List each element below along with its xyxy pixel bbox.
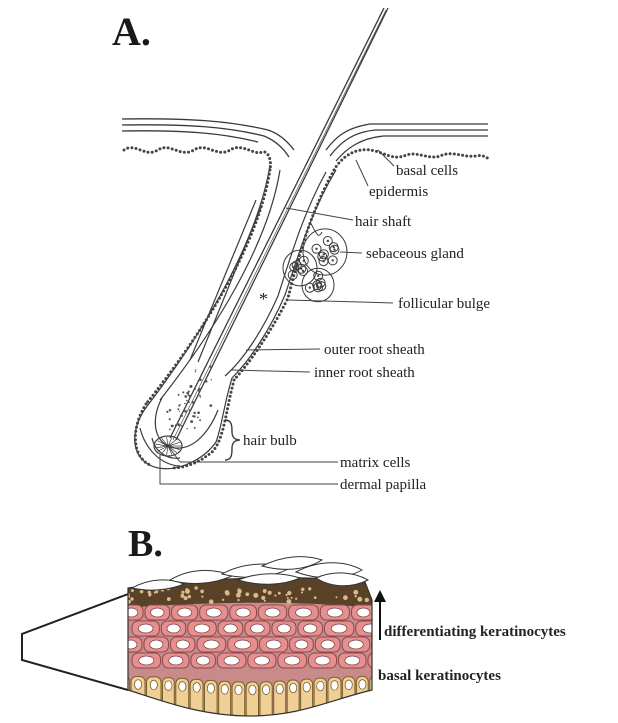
label-sebaceous-gland: sebaceous gland: [366, 246, 464, 262]
label-differentiating-keratinocytes: differentiating keratinocytes: [384, 624, 566, 640]
label-dermal-papilla: dermal papilla: [340, 477, 427, 493]
hair-bulb-brace: [225, 420, 240, 460]
epidermis-tissue: [118, 557, 401, 723]
label-follicular-bulge: follicular bulge: [398, 296, 490, 312]
label-inner-root-sheath: inner root sheath: [314, 365, 415, 381]
label-basal-cells: basal cells: [396, 163, 458, 179]
label-hair-bulb: hair bulb: [243, 433, 297, 449]
epidermis-bracket: [22, 594, 128, 690]
skin-surface: [122, 119, 488, 161]
sebaceous-gland-drawing: [283, 222, 347, 302]
panel-b-letter: B.: [128, 523, 163, 565]
label-matrix-cells: matrix cells: [340, 455, 411, 471]
label-outer-root-sheath: outer root sheath: [324, 342, 425, 358]
label-hair-shaft: hair shaft: [355, 214, 412, 230]
label-basal-keratinocytes: basal keratinocytes: [378, 668, 501, 684]
differentiating-keratinocyte-cells: [120, 605, 401, 668]
follicle-walls: [148, 165, 336, 405]
panel-a-letter: A.: [112, 9, 151, 54]
label-epidermis: epidermis: [369, 184, 428, 200]
hair-bulb-drawing: [135, 365, 232, 468]
label-bulge-marker: *: [259, 289, 268, 309]
